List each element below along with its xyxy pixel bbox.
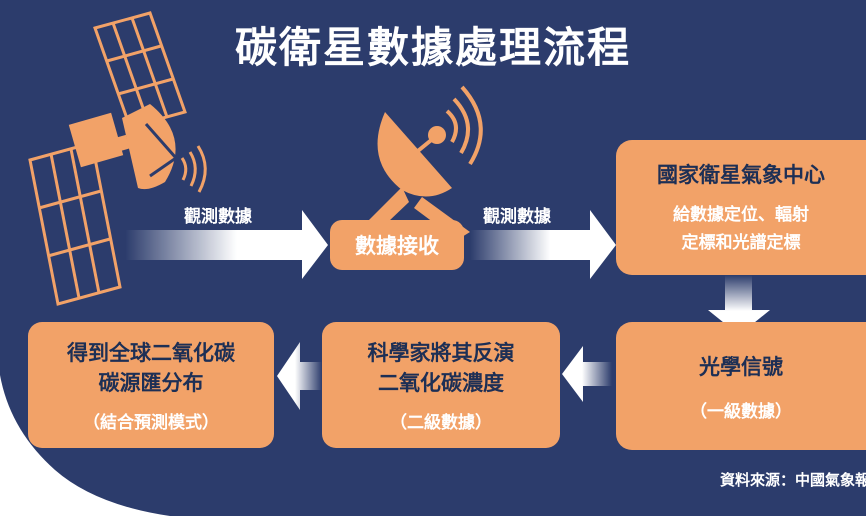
node-weather-center: 國家衛星氣象中心 給數據定位、輻射 定標和光譜定標 xyxy=(616,140,866,275)
arrow-label-observation-2: 觀測數據 xyxy=(483,207,551,227)
arrow-optical-to-scientist xyxy=(562,346,612,402)
node-weather-center-line1: 給數據定位、輻射 xyxy=(673,204,809,225)
node-global-result: 得到全球二氧化碳 碳源匯分布 （結合預測模式） xyxy=(28,322,274,448)
node-weather-center-heading: 國家衛星氣象中心 xyxy=(657,162,825,187)
node-optical-signal-sub: （一級數據） xyxy=(690,401,792,422)
node-scientist-line2: 二氧化碳濃度 xyxy=(378,370,504,395)
node-result-line1: 得到全球二氧化碳 xyxy=(67,340,235,365)
node-weather-center-line2: 定標和光譜定標 xyxy=(681,232,801,253)
node-result-sub: （結合預測模式） xyxy=(83,412,219,433)
node-scientist-inversion: 科學家將其反演 二氧化碳濃度 （二級數據） xyxy=(322,322,560,448)
arrow-satellite-to-receive xyxy=(125,210,328,279)
satellite-icon xyxy=(28,11,207,306)
node-result-line2: 碳源匯分布 xyxy=(98,370,204,395)
node-optical-signal: 光學信號 （一級數據） xyxy=(616,322,866,450)
node-scientist-sub: （二級數據） xyxy=(390,412,492,433)
arrow-center-to-optical xyxy=(708,275,770,335)
arrow-scientist-to-result xyxy=(277,342,322,410)
arrow-receive-to-center xyxy=(470,210,616,279)
node-optical-signal-heading: 光學信號 xyxy=(699,354,783,379)
page-title: 碳衛星數據處理流程 xyxy=(234,23,631,72)
arrow-label-observation-1: 觀測數據 xyxy=(184,207,252,227)
node-data-receive-label: 數據接收 xyxy=(355,234,439,258)
source-credit: 資料來源：中國氣象報 xyxy=(719,471,866,489)
node-data-receive: 數據接收 xyxy=(330,220,464,270)
node-scientist-line1: 科學家將其反演 xyxy=(367,340,515,365)
